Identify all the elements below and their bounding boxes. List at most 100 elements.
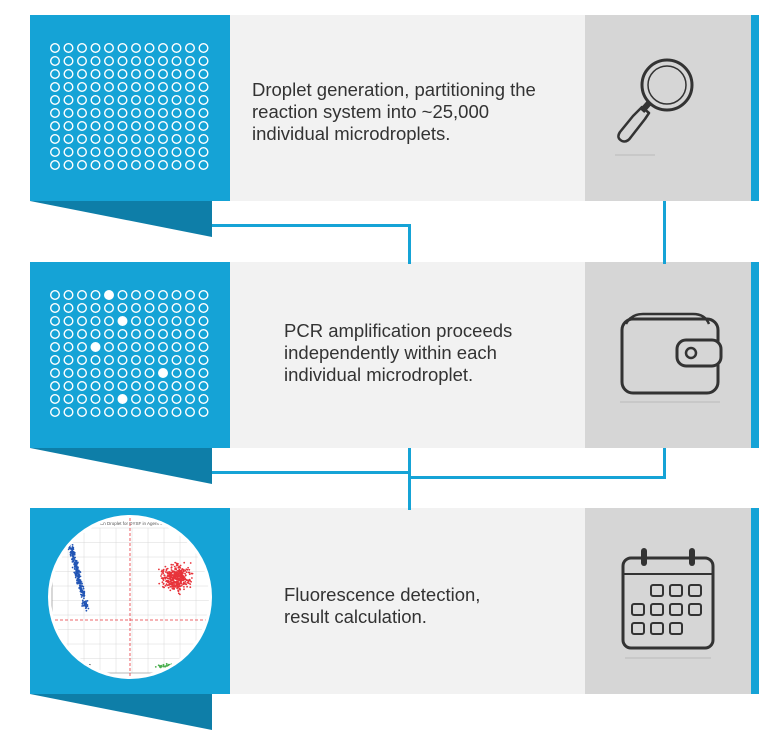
droplet — [90, 133, 101, 144]
droplet — [158, 43, 168, 53]
droplet — [117, 380, 128, 391]
droplet-point — [77, 575, 80, 577]
droplet — [50, 56, 60, 66]
droplet — [157, 159, 168, 170]
droplet-point — [74, 556, 76, 559]
droplet-point — [160, 665, 163, 668]
droplet-point — [183, 561, 186, 564]
droplet-point — [172, 574, 175, 577]
droplet-point — [79, 665, 82, 668]
droplet-point — [80, 583, 82, 585]
droplet — [171, 95, 182, 106]
droplet — [104, 95, 115, 106]
droplet — [171, 107, 182, 118]
positive-droplet — [117, 393, 128, 404]
droplet — [171, 43, 182, 53]
droplet-point — [166, 567, 169, 570]
droplet-point — [73, 665, 76, 667]
droplet — [50, 290, 60, 300]
droplet — [171, 159, 182, 170]
droplet-point — [76, 664, 78, 667]
droplet-point — [74, 665, 77, 668]
droplet-point — [164, 584, 167, 587]
droplet-point — [83, 666, 86, 669]
droplet — [157, 55, 168, 67]
droplet — [171, 354, 182, 365]
icon-panel — [585, 508, 751, 694]
droplet — [117, 95, 128, 106]
connector-line — [663, 448, 666, 479]
droplet — [50, 134, 60, 144]
droplet-point — [172, 581, 175, 584]
droplet — [117, 107, 128, 118]
droplet — [198, 354, 209, 365]
droplet-point — [187, 566, 190, 569]
droplet — [50, 43, 60, 53]
droplet-point — [78, 584, 81, 587]
droplet-point — [179, 665, 182, 668]
droplet-point — [179, 588, 182, 591]
droplet — [77, 159, 88, 170]
droplet — [184, 69, 195, 80]
droplet — [157, 316, 168, 327]
droplet — [63, 302, 74, 314]
droplet — [63, 393, 74, 404]
droplet — [171, 55, 182, 67]
droplet — [90, 406, 101, 417]
text-panel: PCR amplification proceeds independently… — [230, 262, 585, 448]
droplet — [198, 290, 209, 300]
icon-panel — [585, 15, 751, 201]
droplet-point — [72, 666, 74, 669]
ribbon-tail — [30, 201, 212, 237]
accent-edge — [751, 262, 759, 448]
droplet-point — [81, 666, 84, 668]
droplet — [171, 120, 182, 131]
droplet-point — [162, 664, 165, 667]
droplet-point — [73, 664, 75, 667]
droplet-point — [70, 551, 72, 553]
droplet-point — [183, 576, 186, 579]
droplet-point — [75, 666, 78, 669]
droplet — [104, 393, 115, 404]
droplet-point — [83, 597, 85, 600]
droplet-point — [83, 594, 86, 597]
droplet-point — [171, 587, 174, 590]
droplet-point — [73, 558, 75, 561]
droplet — [158, 290, 168, 300]
droplet — [77, 69, 88, 80]
droplet — [50, 355, 60, 365]
droplet-point — [73, 568, 76, 570]
droplet — [50, 381, 60, 391]
droplet — [63, 354, 74, 365]
droplet-panel — [30, 262, 244, 448]
droplet — [77, 82, 88, 93]
droplet-point — [166, 664, 169, 666]
droplet-point — [178, 584, 181, 586]
positive-droplet — [117, 316, 128, 327]
droplet — [117, 146, 128, 157]
step-description: PCR amplification proceeds independently… — [284, 320, 512, 386]
droplet-point — [73, 664, 76, 667]
droplet-point — [174, 571, 177, 573]
icon-panel — [585, 262, 751, 448]
droplet-point — [71, 553, 74, 556]
droplet — [117, 159, 128, 170]
droplet-point — [80, 664, 82, 667]
droplet-point — [158, 568, 160, 571]
droplet — [117, 133, 128, 144]
droplet-point — [72, 665, 75, 668]
droplet-point — [85, 605, 87, 608]
droplet — [184, 393, 195, 404]
droplet — [77, 367, 88, 378]
droplet — [117, 55, 128, 67]
droplet-point — [78, 665, 81, 668]
droplet-point — [162, 583, 165, 585]
droplet-point — [71, 558, 73, 561]
droplet — [104, 82, 115, 93]
droplet-point — [189, 586, 192, 589]
droplet-point — [160, 573, 163, 575]
droplet-point — [73, 665, 76, 668]
droplet — [144, 329, 155, 340]
droplet — [90, 55, 101, 67]
droplet — [130, 69, 141, 80]
